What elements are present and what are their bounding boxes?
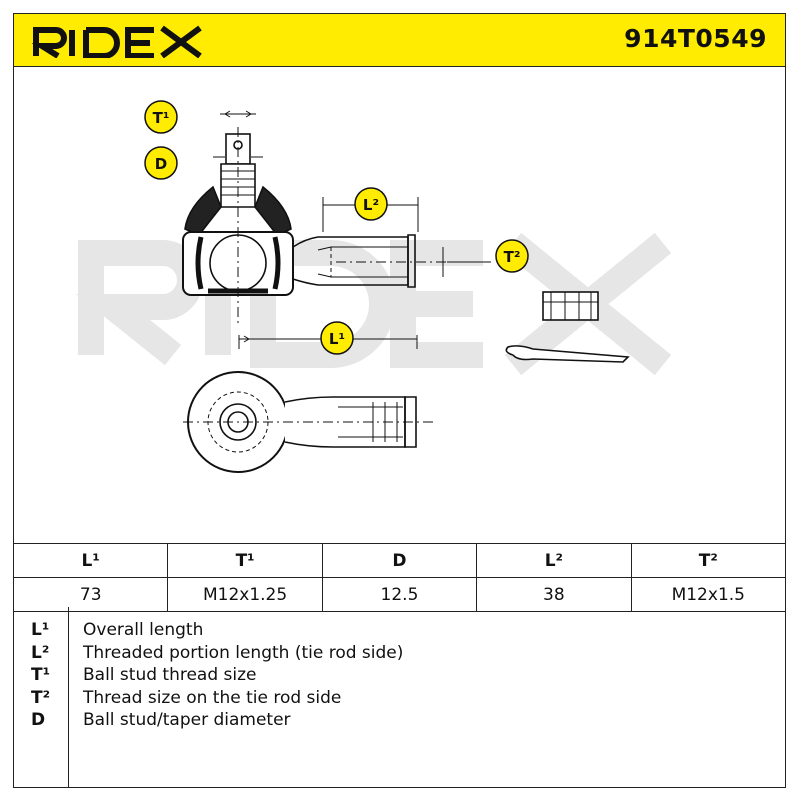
legend-item: D Ball stud/taper diameter: [13, 710, 786, 732]
table-cell: 12.5: [321, 577, 478, 612]
legend-description: Threaded portion length (tie rod side): [83, 643, 404, 663]
dimension-label-t1: T¹: [144, 100, 178, 134]
table-header-cell: D: [321, 543, 478, 578]
table-cell: M12x1.25: [167, 577, 323, 612]
table-cell: 38: [476, 577, 632, 612]
legend-description: Ball stud/taper diameter: [83, 710, 291, 730]
table-cell: M12x1.5: [630, 577, 787, 612]
legend-symbol: D: [31, 710, 46, 730]
table-header-row: L¹ T¹ D L² T²: [12, 543, 787, 578]
table-header-cell: L²: [476, 543, 632, 578]
header-bar: 914T0549: [13, 13, 786, 67]
legend-description: Ball stud thread size: [83, 665, 257, 685]
legend-description: Overall length: [83, 620, 204, 640]
legend: L¹ Overall length L² Threaded portion le…: [13, 607, 786, 788]
legend-symbol: T¹: [31, 665, 51, 685]
technical-drawing: T¹ D L² T² L¹: [13, 67, 786, 543]
table-header-cell: L¹: [12, 543, 169, 578]
dimension-label-l2: L²: [354, 187, 388, 221]
legend-symbol: L¹: [31, 620, 50, 640]
label-d-text: D: [155, 155, 167, 173]
legend-item: T² Thread size on the tie rod side: [13, 688, 786, 710]
label-l2-text: L²: [363, 196, 379, 214]
label-t1-text: T¹: [153, 109, 170, 127]
legend-item: L¹ Overall length: [13, 620, 786, 642]
legend-item: T¹ Ball stud thread size: [13, 665, 786, 687]
legend-description: Thread size on the tie rod side: [83, 688, 342, 708]
ridex-logo: [31, 22, 207, 62]
table-header-cell: T²: [630, 543, 787, 578]
table-cell: 73: [12, 577, 169, 612]
dimension-label-t2: T²: [495, 239, 529, 273]
part-number: 914T0549: [624, 24, 767, 53]
table-row: 73 M12x1.25 12.5 38 M12x1.5: [12, 577, 787, 612]
legend-item: L² Threaded portion length (tie rod side…: [13, 643, 786, 665]
dimension-label-d: D: [144, 146, 178, 180]
table-header-cell: T¹: [167, 543, 323, 578]
dimension-label-l1: L¹: [320, 321, 354, 355]
legend-symbol: L²: [31, 643, 50, 663]
label-l1-text: L¹: [329, 330, 345, 348]
label-t2-text: T²: [504, 248, 521, 266]
legend-symbol: T²: [31, 688, 51, 708]
dimensions-table: L¹ T¹ D L² T² 73 M12x1.25 12.5 38 M12x1.…: [12, 543, 787, 612]
legend-divider: [68, 607, 69, 788]
